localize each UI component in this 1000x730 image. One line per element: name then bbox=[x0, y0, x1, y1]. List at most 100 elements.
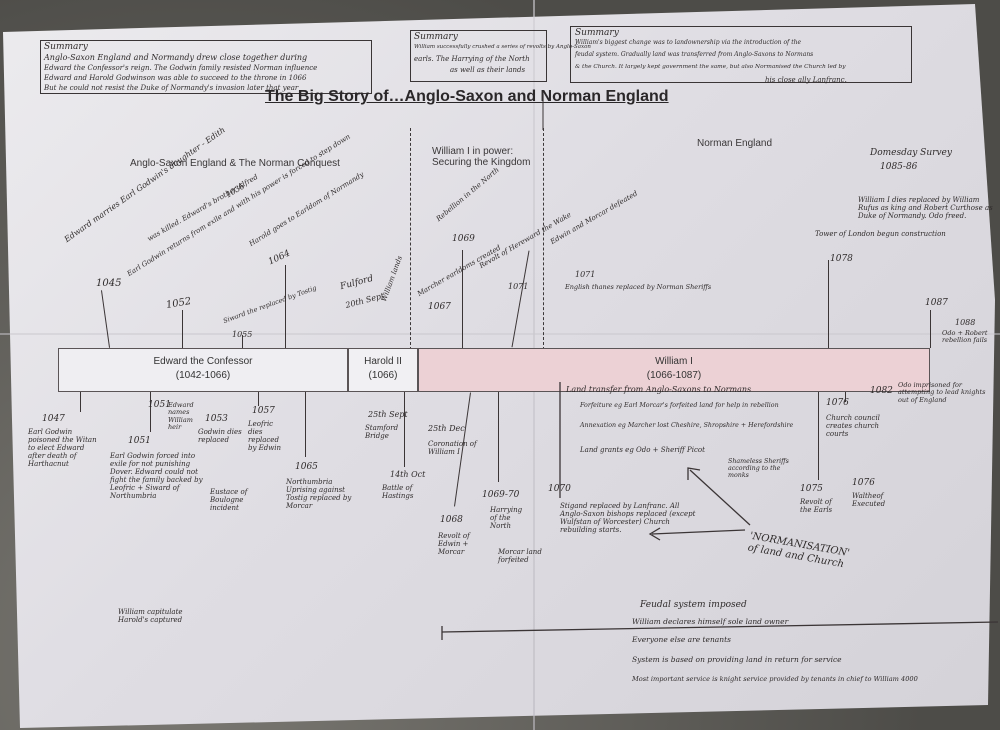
event-1078-text: Tower of London begun construction bbox=[815, 230, 946, 238]
event-1051-exile-date: 1051 bbox=[128, 436, 151, 446]
stem-1069-70 bbox=[498, 392, 500, 482]
event-1051-exile-text: Earl Godwin forced into exile for not pu… bbox=[110, 452, 203, 501]
event-1076-council-date: 1076 bbox=[826, 398, 849, 408]
arrow-normanisation-to-church bbox=[651, 529, 746, 535]
event-1067-date: 1067 bbox=[428, 302, 451, 312]
stem-1076 bbox=[845, 392, 847, 402]
event-1047-date: 1047 bbox=[42, 414, 65, 424]
stem-1078 bbox=[828, 260, 830, 348]
event-coronation-date: 25th Dec bbox=[428, 424, 465, 433]
reign-william-dates: (1066-1087) bbox=[646, 370, 702, 381]
stem-1051 bbox=[150, 392, 152, 432]
event-1071-sheriffs-text: English thanes replaced by Norman Sherif… bbox=[565, 283, 712, 291]
summary-right-line-4: his close ally Lanfranc. bbox=[765, 76, 847, 84]
event-domesday-text: Domesday Survey bbox=[870, 148, 952, 158]
summary-left-line-2: Edward the Confessor's reign. The Godwin… bbox=[44, 64, 318, 72]
feudal-item-2: Everyone else are tenants bbox=[632, 635, 731, 644]
summary-right-line-1: William's biggest change was to landowne… bbox=[575, 39, 802, 46]
event-1088-date: 1088 bbox=[955, 318, 976, 327]
summary-left-label: Summary bbox=[44, 42, 88, 52]
event-stamford-date: 25th Sept bbox=[368, 410, 408, 419]
summary-left-line-3: Edward and Harold Godwinson was able to … bbox=[44, 74, 307, 82]
event-stamford-text: Stamford Bridge bbox=[365, 424, 399, 441]
summary-right-line-2: feudal system. Gradually land was transf… bbox=[575, 51, 814, 58]
reign-bar-edward: Edward the Confessor (1042-1066) bbox=[58, 348, 348, 392]
event-1075-text: Revolt of the Earls bbox=[800, 498, 833, 515]
stem-1069 bbox=[462, 250, 464, 348]
stem-1075 bbox=[818, 392, 820, 480]
paper-fold-horizontal bbox=[0, 333, 1000, 335]
event-coronation-text: Coronation of William I bbox=[428, 440, 477, 457]
feudal-item-3: System is based on providing land in ret… bbox=[632, 655, 842, 664]
event-morcar-land-text: Morcar land forfeited bbox=[498, 548, 542, 565]
event-1045-date: 1045 bbox=[96, 278, 122, 289]
event-1078-date: 1078 bbox=[830, 254, 853, 264]
event-1076-waltheof-text: Waltheof Executed bbox=[852, 492, 886, 509]
stem-1065 bbox=[305, 392, 307, 457]
summary-left-line-4: But he could not resist the Duke of Norm… bbox=[44, 84, 299, 92]
event-1065-date: 1065 bbox=[295, 462, 318, 472]
land-transfer-item-1: Forfeiture eg Earl Morcar's forfeited la… bbox=[580, 402, 779, 409]
event-1076-council-text: Church council creates church courts bbox=[826, 414, 880, 439]
event-hastings-date: 14th Oct bbox=[390, 470, 426, 479]
reign-william-name: William I bbox=[655, 356, 693, 367]
summary-box-left bbox=[40, 40, 372, 94]
arrowhead-land bbox=[687, 467, 701, 480]
feudal-heading: Feudal system imposed bbox=[640, 600, 747, 610]
event-1068-date: 1068 bbox=[440, 515, 463, 525]
event-1057-text: Leofric dies replaced by Edwin bbox=[248, 420, 281, 453]
event-1069-70-text: Harrying of the North bbox=[490, 506, 523, 531]
event-1053-text: Godwin dies replaced bbox=[198, 428, 242, 445]
stem-1087 bbox=[930, 310, 932, 348]
reign-harold-name: Harold II bbox=[364, 356, 402, 367]
event-1088-text: Odo + Robert rebellion fails bbox=[942, 329, 988, 345]
stem-1052 bbox=[182, 310, 184, 348]
stem-1057 bbox=[258, 392, 260, 406]
event-1069-70-date: 1069-70 bbox=[482, 490, 520, 500]
event-domesday-date: 1085-86 bbox=[880, 162, 918, 172]
arrowhead-church bbox=[648, 527, 661, 541]
summary-left-line-1: Anglo-Saxon England and Normandy drew cl… bbox=[44, 53, 308, 62]
event-1076-waltheof-date: 1076 bbox=[852, 478, 875, 488]
summary-middle-line-3: as well as their lands bbox=[450, 66, 526, 74]
feudal-item-4: Most important service is knight service… bbox=[632, 675, 918, 683]
event-1087-text: William I dies replaced by William Rufus… bbox=[858, 196, 993, 221]
summary-box-middle bbox=[410, 30, 547, 82]
reign-bar-william: William I (1066-1087) bbox=[418, 348, 930, 392]
event-1053-date: 1053 bbox=[205, 414, 228, 424]
land-transfer-heading: Land transfer from Anglo-Saxons to Norma… bbox=[566, 385, 752, 394]
summary-right-line-3: & the Church. It largely kept government… bbox=[575, 64, 846, 70]
event-1068-text: Revolt of Edwin + Morcar bbox=[438, 532, 470, 557]
stem-1064 bbox=[285, 265, 287, 348]
reign-edward-dates: (1042-1066) bbox=[175, 370, 231, 381]
reign-bar-harold: Harold II (1066) bbox=[348, 348, 418, 392]
event-eustace-text: Eustace of Boulogne incident bbox=[210, 488, 248, 513]
section-william-power: William I in power: Securing the Kingdom bbox=[432, 146, 531, 168]
event-1071-sheriffs-date: 1071 bbox=[575, 270, 596, 279]
summary-middle-line-2: earls. The Harrying of the North bbox=[414, 55, 530, 63]
divider-middle bbox=[543, 128, 544, 350]
summary-box-right bbox=[570, 26, 912, 83]
event-1071-hereward-date: 1071 bbox=[508, 282, 529, 291]
stem-1055 bbox=[242, 335, 244, 348]
event-1051-heir-text: Edward names William heir bbox=[168, 401, 194, 432]
event-hastings-text: Battle of Hastings bbox=[382, 484, 414, 501]
note-william-capitulate: William capitulate Harold's captured bbox=[118, 608, 183, 625]
section-anglo-saxon: Anglo-Saxon England & The Norman Conques… bbox=[130, 158, 340, 169]
event-1047-text: Earl Godwin poisoned the Witan to elect … bbox=[28, 428, 97, 469]
feudal-item-1: William declares himself sole land owner bbox=[632, 617, 789, 626]
event-1075-date: 1075 bbox=[800, 484, 823, 494]
stem-1047 bbox=[80, 392, 82, 412]
land-transfer-item-3: Land grants eg Odo + Sheriff Picot bbox=[580, 446, 705, 454]
event-1069-date: 1069 bbox=[452, 234, 475, 244]
land-transfer-item-2: Annexation eg Marcher lost Cheshire, Shr… bbox=[580, 422, 794, 429]
divider-left bbox=[410, 128, 411, 350]
summary-middle-label: Summary bbox=[414, 32, 458, 42]
event-1087-date: 1087 bbox=[925, 298, 948, 308]
event-1055-date: 1055 bbox=[232, 330, 253, 339]
event-1051-heir-date: 1051 bbox=[148, 400, 171, 410]
reign-harold-dates: (1066) bbox=[368, 370, 398, 381]
event-1057-date: 1057 bbox=[252, 406, 275, 416]
summary-middle-line-1: William successfully crushed a series of… bbox=[414, 44, 591, 50]
